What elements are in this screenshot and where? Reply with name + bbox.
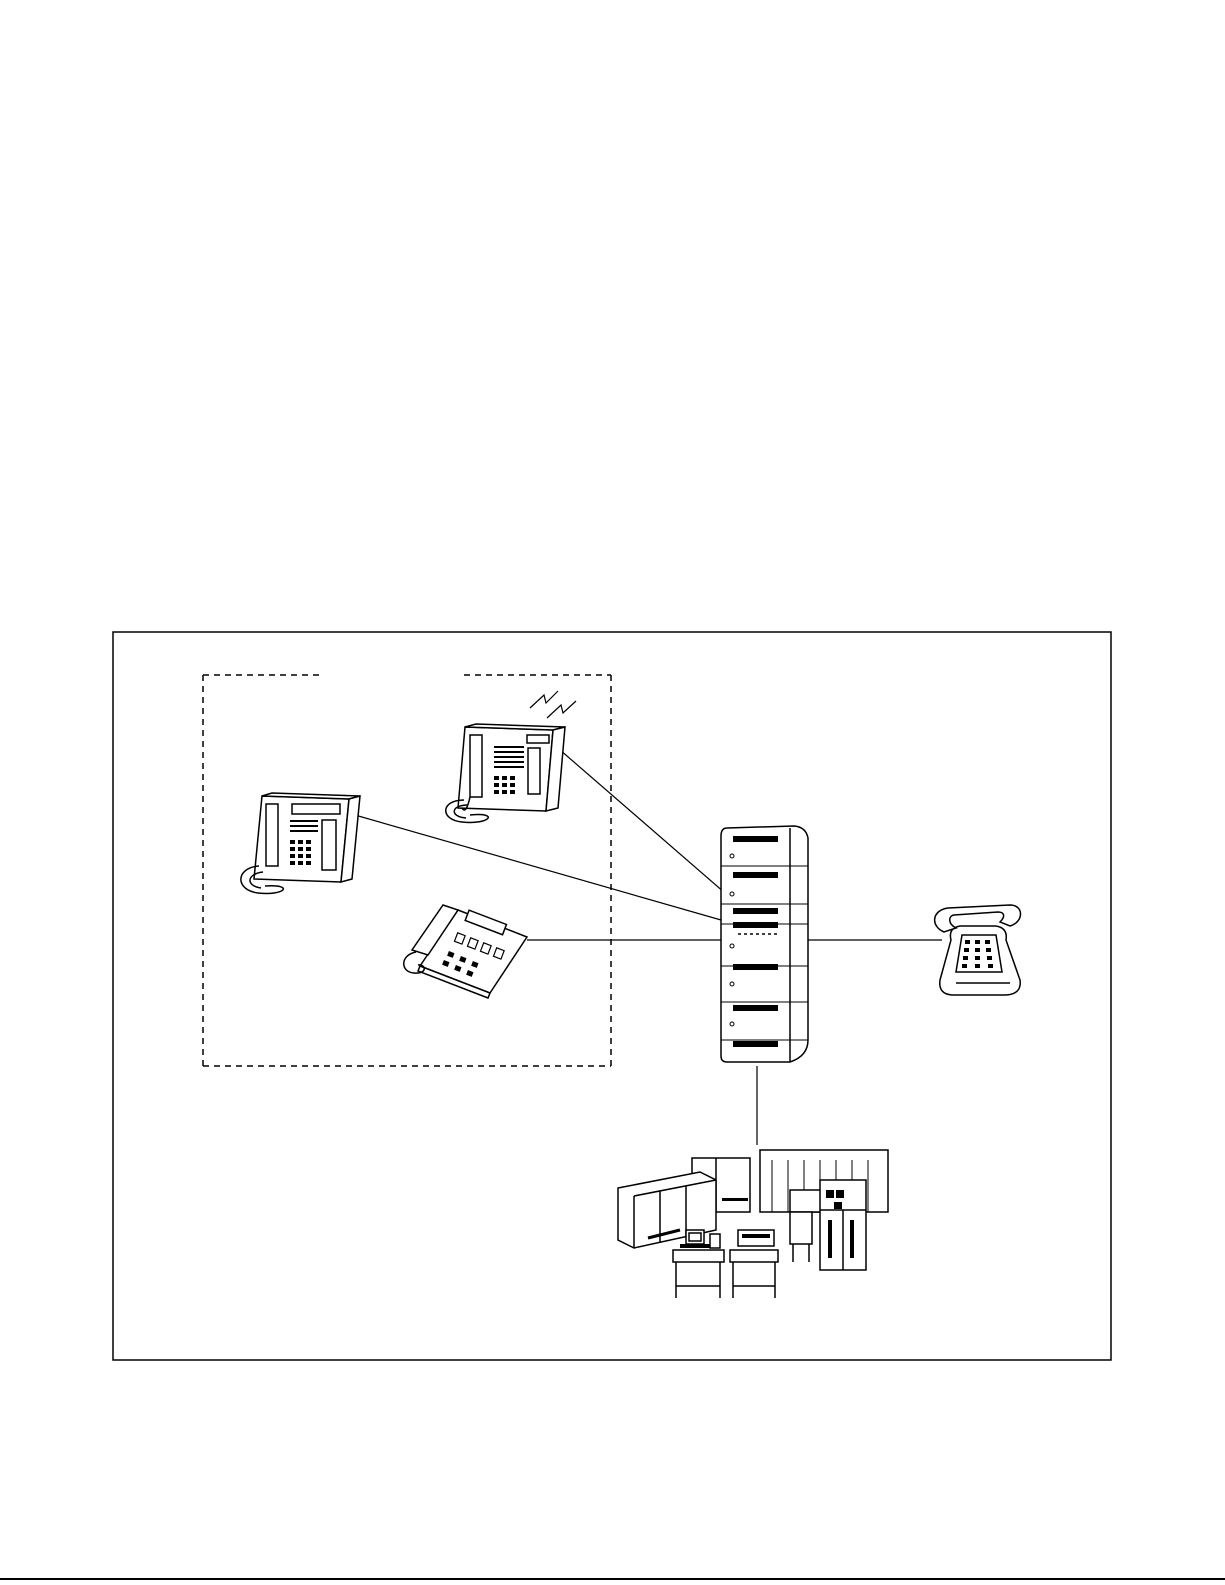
rotary-telephone-icon xyxy=(935,905,1021,995)
multiline-telephone-icon xyxy=(241,793,360,893)
mainframe-computer-icon xyxy=(618,1150,888,1298)
wireless-telephone-icon xyxy=(446,724,565,822)
feature-telephone-icon xyxy=(404,905,527,998)
radio-signal-icon xyxy=(530,691,576,718)
page-bottom-rule xyxy=(0,1578,1225,1580)
link-left-phone-to-pbx xyxy=(348,813,728,922)
diagram-frame xyxy=(113,632,1111,1360)
link-wireless-phone-to-pbx xyxy=(552,743,725,893)
switch-cabinet-icon xyxy=(721,826,808,1062)
